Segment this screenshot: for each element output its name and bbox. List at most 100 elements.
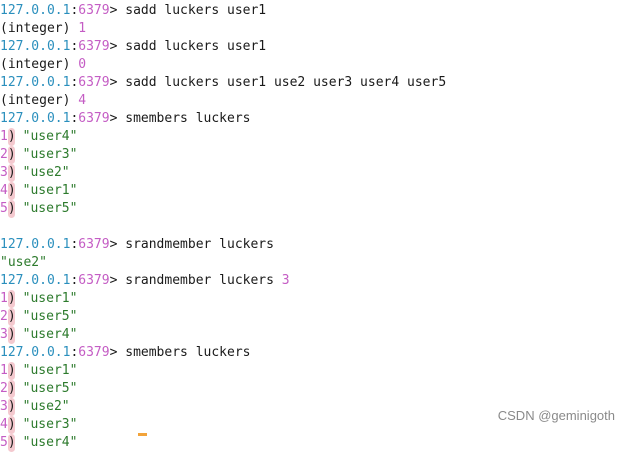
item-paren: ) <box>7 380 16 398</box>
prompt-port: 6379 <box>78 3 110 18</box>
item-index: 3 <box>0 399 8 414</box>
prompt-line: 127.0.0.1:6379> srandmember luckers <box>0 236 274 254</box>
item-index: 1 <box>0 363 8 378</box>
prompt-line: 127.0.0.1:6379> smembers luckers <box>0 110 250 128</box>
prompt-separator: : <box>70 273 79 288</box>
prompt-host: 127.0.0.1 <box>0 3 71 18</box>
prompt-line: 127.0.0.1:6379> sadd luckers user1 <box>0 38 266 56</box>
command-text: smembers luckers <box>125 111 251 126</box>
prompt-separator: : <box>70 3 79 18</box>
prompt-port: 6379 <box>78 237 110 252</box>
prompt-line: 127.0.0.1:6379> srandmember luckers 3 <box>0 272 290 290</box>
cursor-marker <box>138 433 147 436</box>
item-value: "user3" <box>22 147 78 162</box>
prompt-caret: > <box>109 345 118 360</box>
list-item: 5) "user4" <box>0 434 77 452</box>
integer-label: (integer) <box>0 21 71 36</box>
string-value: "use2" <box>0 255 47 270</box>
item-value: "user5" <box>22 381 78 396</box>
prompt-port: 6379 <box>78 39 110 54</box>
list-item: 1) "user1" <box>0 290 77 308</box>
item-index: 1 <box>0 129 8 144</box>
command-text: smembers luckers <box>125 345 251 360</box>
list-item: 5) "user5" <box>0 200 77 218</box>
command-text: srandmember luckers <box>125 237 274 252</box>
prompt-caret: > <box>109 273 118 288</box>
integer-value: 0 <box>78 57 87 72</box>
item-index: 4 <box>0 417 8 432</box>
item-paren: ) <box>7 182 16 200</box>
integer-reply: (integer) 0 <box>0 56 86 74</box>
list-item: 1) "user4" <box>0 128 77 146</box>
item-paren: ) <box>7 362 16 380</box>
prompt-caret: > <box>109 75 118 90</box>
prompt-separator: : <box>70 111 79 126</box>
list-item: 1) "user1" <box>0 362 77 380</box>
item-value: "user4" <box>22 435 78 450</box>
prompt-host: 127.0.0.1 <box>0 345 71 360</box>
prompt-caret: > <box>109 111 118 126</box>
prompt-host: 127.0.0.1 <box>0 111 71 126</box>
item-paren: ) <box>7 416 16 434</box>
list-item: 3) "use2" <box>0 164 70 182</box>
string-reply: "use2" <box>0 254 47 272</box>
prompt-separator: : <box>70 237 79 252</box>
item-value: "user4" <box>22 129 78 144</box>
item-index: 5 <box>0 435 8 450</box>
list-item: 3) "use2" <box>0 398 70 416</box>
prompt-host: 127.0.0.1 <box>0 39 71 54</box>
prompt-separator: : <box>70 345 79 360</box>
watermark-text: CSDN @geminigoth <box>497 408 615 423</box>
command-text: sadd luckers user1 <box>125 3 267 18</box>
item-paren: ) <box>7 146 16 164</box>
command-text: sadd luckers user1 <box>125 39 267 54</box>
prompt-host: 127.0.0.1 <box>0 75 71 90</box>
item-value: "user3" <box>22 417 78 432</box>
item-index: 2 <box>0 381 8 396</box>
item-paren: ) <box>7 398 16 416</box>
integer-label: (integer) <box>0 57 71 72</box>
list-item: 2) "user5" <box>0 308 77 326</box>
prompt-port: 6379 <box>78 111 110 126</box>
item-paren: ) <box>7 434 16 452</box>
item-value: "use2" <box>22 399 70 414</box>
integer-value: 4 <box>78 93 87 108</box>
item-index: 3 <box>0 165 8 180</box>
item-value: "user1" <box>22 363 78 378</box>
item-index: 2 <box>0 309 8 324</box>
integer-reply: (integer) 1 <box>0 20 86 38</box>
item-paren: ) <box>7 326 16 344</box>
list-item: 4) "user3" <box>0 416 77 434</box>
prompt-caret: > <box>109 3 118 18</box>
integer-reply: (integer) 4 <box>0 92 86 110</box>
integer-label: (integer) <box>0 93 71 108</box>
prompt-host: 127.0.0.1 <box>0 273 71 288</box>
item-value: "user1" <box>22 183 78 198</box>
item-index: 4 <box>0 183 8 198</box>
item-paren: ) <box>7 200 16 218</box>
item-paren: ) <box>7 290 16 308</box>
list-item: 2) "user3" <box>0 146 77 164</box>
prompt-separator: : <box>70 39 79 54</box>
prompt-port: 6379 <box>78 273 110 288</box>
prompt-line: 127.0.0.1:6379> sadd luckers user1 use2 … <box>0 74 446 92</box>
prompt-port: 6379 <box>78 75 110 90</box>
command-text: sadd luckers user1 use2 user3 user4 user… <box>125 75 447 90</box>
item-value: "user5" <box>22 201 78 216</box>
item-value: "user5" <box>22 309 78 324</box>
terminal-output: 127.0.0.1:6379> sadd luckers user1(integ… <box>0 2 446 452</box>
list-item: 2) "user5" <box>0 380 77 398</box>
list-item: 4) "user1" <box>0 182 77 200</box>
item-value: "user4" <box>22 327 78 342</box>
item-index: 3 <box>0 327 8 342</box>
integer-value: 1 <box>78 21 87 36</box>
prompt-separator: : <box>70 75 79 90</box>
command-count-arg: 3 <box>281 273 290 288</box>
prompt-line: 127.0.0.1:6379> smembers luckers <box>0 344 250 362</box>
item-paren: ) <box>7 308 16 326</box>
prompt-caret: > <box>109 237 118 252</box>
prompt-line: 127.0.0.1:6379> sadd luckers user1 <box>0 2 266 20</box>
item-index: 5 <box>0 201 8 216</box>
item-index: 2 <box>0 147 8 162</box>
prompt-caret: > <box>109 39 118 54</box>
